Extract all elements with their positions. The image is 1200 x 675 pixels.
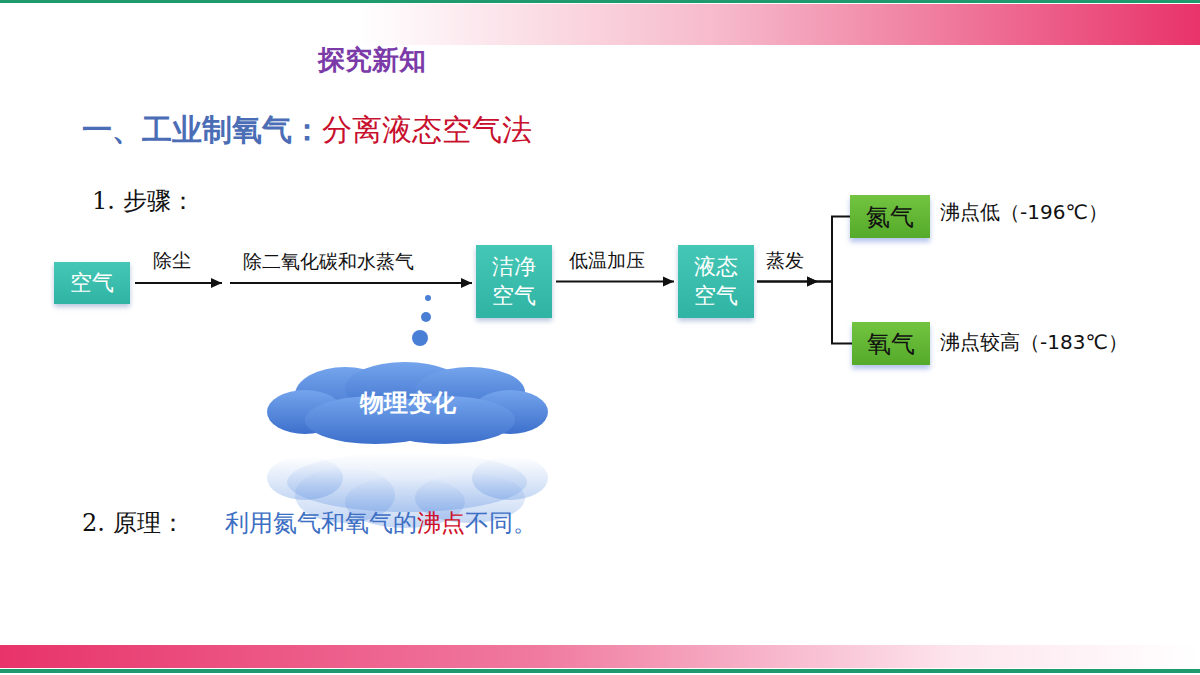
connector-line: [757, 217, 850, 282]
node-text: 洁净空气: [490, 253, 538, 310]
node-text: 氧气: [867, 328, 915, 360]
principle-heading: 2. 原理：: [82, 507, 185, 539]
step-label: 除尘: [153, 248, 191, 274]
step-heading: 1. 步骤：: [92, 185, 195, 217]
connector: [757, 277, 852, 344]
arrow-head: [807, 277, 818, 287]
process-box: 洁净空气: [476, 245, 552, 318]
edge-label: 低温加压: [569, 248, 645, 274]
thought-dot: [412, 330, 428, 346]
cloud-body: [267, 362, 548, 444]
principle-row: 利用氮气和氧气的沸点不同。: [225, 507, 537, 539]
thought-dot: [421, 312, 431, 322]
top-line: [0, 0, 1200, 3]
node-text: 物理变化: [360, 387, 456, 419]
note-cloud: 物理变化: [265, 360, 550, 445]
bottom-line: [0, 669, 1200, 673]
thought-dot: [425, 295, 431, 301]
connector-line: [230, 282, 472, 284]
principle-text: 利用氮气和氧气的: [225, 507, 417, 539]
edge-label: 蒸发: [766, 248, 804, 274]
section-heading: 探究新知: [318, 42, 426, 78]
title-row: 一、工业制氧气：分离液态空气法: [82, 110, 532, 151]
node-text: 液态空气: [692, 253, 740, 310]
arrow-head: [461, 278, 472, 288]
process-box: 液态空气: [678, 245, 754, 318]
bottom-band: [0, 645, 1200, 668]
connector-line: [135, 282, 222, 284]
process-box: 空气: [54, 262, 130, 304]
connector-line: [757, 282, 852, 344]
connector: [135, 278, 472, 288]
boiling-point-note: 沸点低（-196℃）: [940, 199, 1108, 226]
product-box: 氮气: [850, 195, 930, 238]
top-band: [0, 4, 1200, 45]
slide-title: 一、工业制氧气：: [82, 110, 322, 151]
node-text: 空气: [70, 269, 114, 298]
connector-line: [556, 281, 674, 283]
arrow-head: [663, 277, 674, 287]
principle-text: 不同。: [465, 507, 537, 539]
boiling-point-note: 沸点较高（-183℃）: [940, 329, 1128, 356]
principle-keyword: 沸点: [417, 507, 465, 539]
method-name: 分离液态空气法: [322, 110, 532, 151]
connector: [757, 217, 850, 287]
product-box: 氧气: [852, 322, 930, 365]
connector: [556, 277, 674, 287]
arrow-head: [807, 277, 818, 287]
node-text: 氮气: [866, 201, 914, 233]
arrow-head: [211, 278, 222, 288]
edge-label: 除二氧化碳和水蒸气: [243, 249, 414, 275]
